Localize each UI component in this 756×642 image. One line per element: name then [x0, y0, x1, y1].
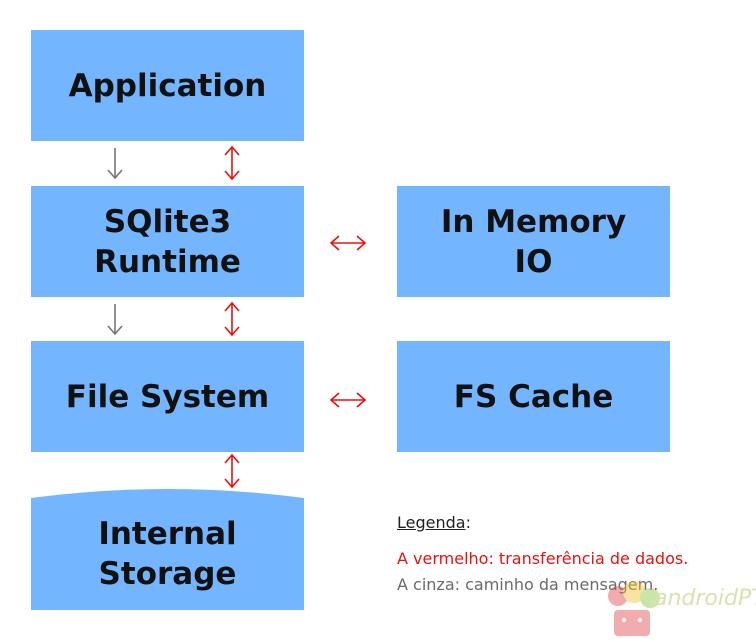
legend-title-colon: :: [465, 513, 471, 532]
legend-red-entry: A vermelho: transferência de dados.: [397, 549, 689, 568]
application-box: Application: [31, 30, 304, 141]
application-label: Application: [68, 67, 267, 104]
data-arrow-app-runtime: [224, 145, 240, 181]
androidpt-watermark: androidPT: [604, 580, 756, 638]
in-memory-io-label: In Memory IO: [440, 203, 627, 280]
message-arrow-app-to-runtime: [107, 148, 123, 180]
legend-title-text: Legenda: [397, 513, 466, 532]
fs-cache-box: FS Cache: [397, 341, 670, 452]
data-arrow-runtime-fs: [224, 301, 240, 337]
sqlite3-runtime-box: SQlite3 Runtime: [31, 186, 304, 297]
file-system-label: File System: [65, 378, 270, 415]
fs-cache-label: FS Cache: [453, 378, 614, 415]
legend-title: Legenda:: [397, 513, 471, 533]
android-robot-icon: [608, 581, 660, 636]
internal-storage-label: Internal Storage: [98, 516, 237, 592]
data-arrow-fs-storage: [224, 453, 240, 489]
watermark-logo-text: androidPT: [654, 586, 756, 611]
internal-storage-cylinder: Internal Storage: [31, 486, 304, 610]
sqlite3-runtime-label: SQlite3 Runtime: [94, 203, 241, 280]
data-arrow-runtime-memory: [329, 235, 367, 251]
cylinder-shape: [31, 489, 304, 610]
file-system-box: File System: [31, 341, 304, 452]
message-arrow-runtime-to-fs: [107, 304, 123, 336]
in-memory-io-box: In Memory IO: [397, 186, 670, 297]
data-arrow-fs-cache: [329, 392, 367, 408]
legend-gray-entry: A cinza: caminho da mensagem.: [397, 575, 659, 594]
